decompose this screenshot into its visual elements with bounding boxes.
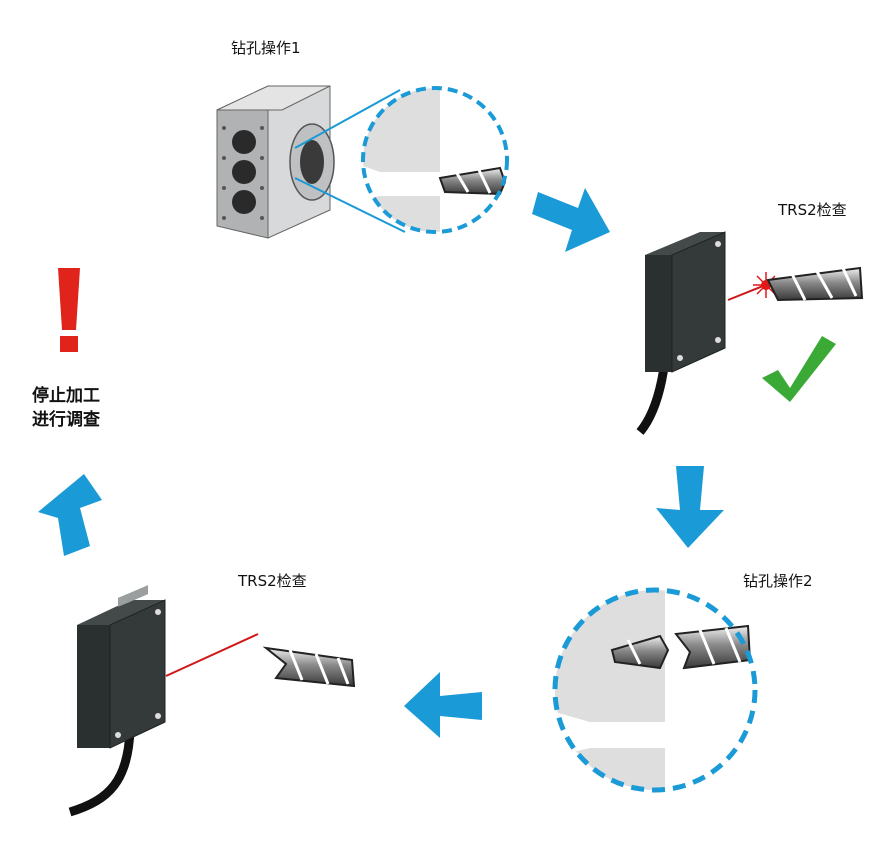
arrow-left-icon <box>404 672 482 738</box>
checkmark-icon <box>762 336 836 402</box>
label-stop-investigate: 停止加工 进行调查 <box>32 384 100 432</box>
magnify-line-top <box>294 89 401 149</box>
drill-bit-bottom <box>262 646 356 688</box>
arrow-right-icon <box>532 188 610 252</box>
label-stop-line2: 进行调查 <box>32 410 100 430</box>
label-stop-line1: 停止加工 <box>32 386 100 406</box>
trs2-sensor-top <box>636 231 726 435</box>
workpiece-block <box>216 85 335 239</box>
magnified-view-2 <box>552 587 758 793</box>
label-trs2-check-top: TRS2检查 <box>778 201 847 219</box>
magnified-view-1 <box>361 86 509 234</box>
label-trs2-check-bottom: TRS2检查 <box>238 572 307 590</box>
label-drill-op-2: 钻孔操作2 <box>743 572 813 590</box>
drill-bit-top <box>438 166 507 196</box>
exclamation-icon <box>58 268 80 352</box>
trs2-sensor-bottom <box>68 585 166 817</box>
arrow-up-icon <box>38 474 102 556</box>
laser-beam-bottom <box>165 633 259 677</box>
magnify-line-bottom <box>294 177 406 233</box>
drill-bit-right <box>766 265 864 302</box>
label-drill-op-1: 钻孔操作1 <box>231 39 301 57</box>
broken-drill-bit <box>610 624 752 670</box>
arrow-down-icon <box>656 466 724 548</box>
